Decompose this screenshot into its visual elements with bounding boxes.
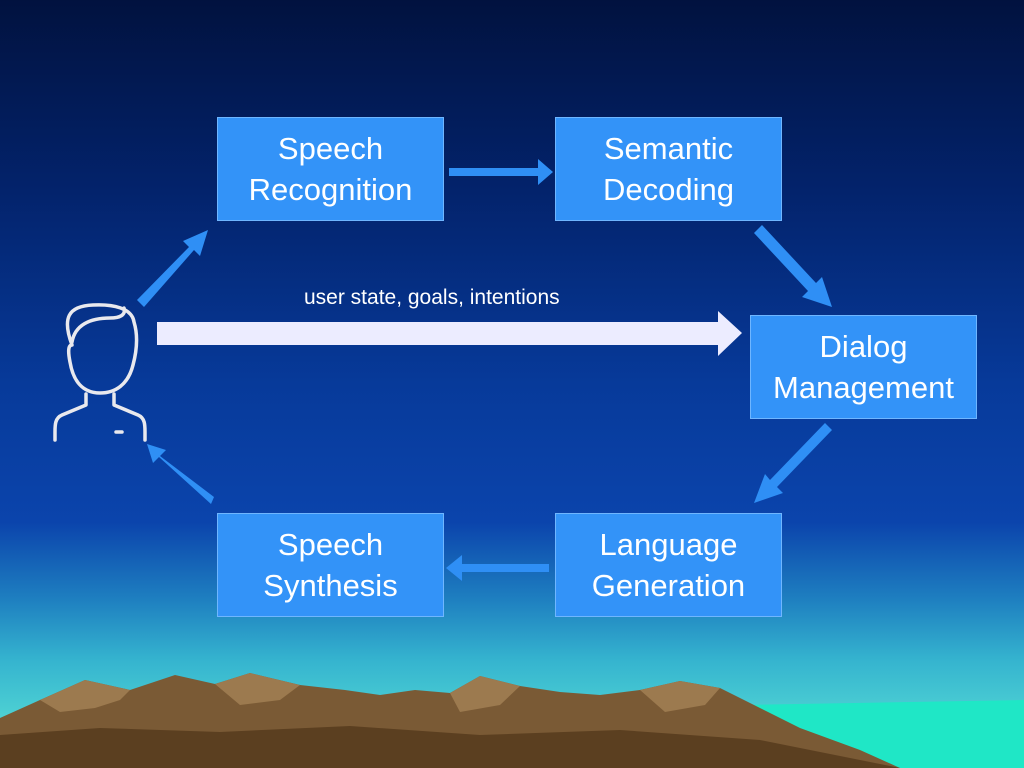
arrow-sd-to-dm	[754, 225, 832, 307]
speech-synthesis-line1: Speech	[277, 527, 384, 562]
language-generation-line1: Language	[599, 527, 738, 562]
speech-recognition-box: Speech Recognition	[217, 117, 444, 221]
dialog-management-box: Dialog Management	[750, 315, 977, 419]
speech-recognition-line2: Recognition	[248, 172, 413, 207]
mountain-highlight	[450, 676, 520, 712]
user-state-label: user state, goals, intentions	[304, 286, 560, 309]
state-arrow	[157, 311, 742, 356]
arrow-sr-to-sd	[449, 159, 553, 185]
arrow-user-to-sr	[137, 230, 208, 307]
arrow-dm-to-lg	[754, 423, 832, 503]
dialog-management-line2: Management	[773, 370, 954, 405]
mountain-shadow	[0, 726, 900, 768]
language-generation-box: Language Generation	[555, 513, 782, 617]
mountain-highlight	[40, 680, 130, 712]
speech-synthesis-box: Speech Synthesis	[217, 513, 444, 617]
language-generation-line2: Generation	[591, 568, 746, 603]
arrow-ss-to-user	[147, 444, 214, 504]
arrow-lg-to-ss	[446, 555, 549, 581]
mountain-highlight	[640, 681, 720, 712]
semantic-decoding-line1: Semantic	[603, 131, 734, 166]
speech-recognition-line1: Speech	[277, 131, 384, 166]
speech-synthesis-line2: Synthesis	[263, 568, 398, 603]
mountain-highlight	[215, 673, 300, 705]
dialog-management-line1: Dialog	[819, 329, 908, 364]
semantic-decoding-box: Semantic Decoding	[555, 117, 782, 221]
semantic-decoding-line2: Decoding	[603, 172, 734, 207]
